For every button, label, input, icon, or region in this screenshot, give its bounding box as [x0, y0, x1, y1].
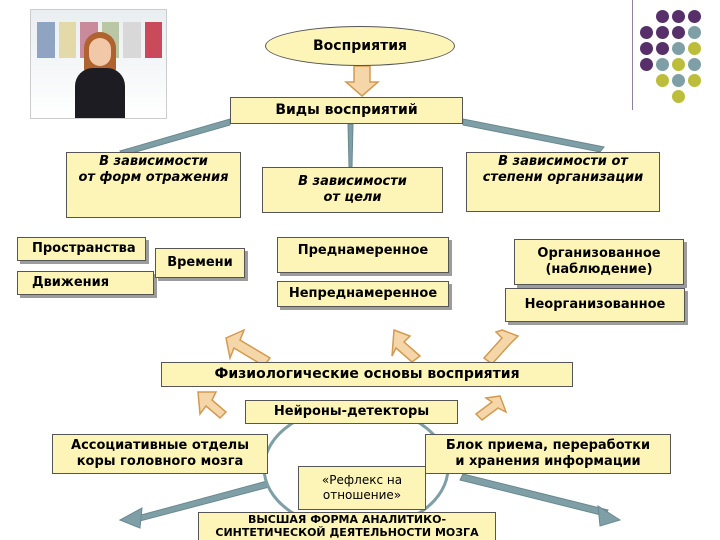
arrow-upper-right	[482, 329, 520, 366]
unintentional-box: Непреднамеренное	[277, 281, 449, 307]
arrow-upper-middle	[391, 328, 422, 363]
decorative-dot	[688, 74, 701, 87]
decorative-dot	[656, 10, 669, 23]
by-form-box: В зависимости от форм отражения	[66, 152, 241, 218]
higher-form-box: ВЫСШАЯ ФОРМА АНАЛИТИКО- СИНТЕТИЧЕСКОЙ ДЕ…	[198, 512, 496, 540]
by-org-line2: степени организации	[482, 170, 644, 186]
decorative-dot	[688, 26, 701, 39]
assoc-box: Ассоциативные отделы коры головного мозг…	[52, 434, 268, 474]
dots-divider	[632, 0, 633, 110]
unorganized-label: Неорганизованное	[524, 296, 666, 312]
decorative-dot	[672, 90, 685, 103]
by-org-line1: В зависимости от	[498, 154, 628, 169]
decorative-dot	[688, 10, 701, 23]
by-goal-line1: В зависимости	[298, 173, 407, 189]
down-arrow-perception	[344, 65, 380, 97]
intentional-label: Преднамеренное	[297, 243, 429, 258]
types-label: Виды восприятий	[275, 101, 418, 118]
decorative-dot	[640, 42, 653, 55]
block-box: Блок приема, переработки и хранения инфо…	[425, 434, 671, 474]
decorative-dot	[640, 58, 653, 71]
space-label: Пространства	[32, 240, 136, 256]
types-box: Виды восприятий	[230, 97, 463, 124]
physio-box: Физиологические основы восприятия	[161, 362, 573, 387]
decorative-dot	[672, 26, 685, 39]
by-goal-box: В зависимости от цели	[262, 167, 443, 213]
neurons-box: Нейроны-детекторы	[245, 400, 458, 424]
line-types-to-form	[118, 118, 231, 156]
reflex-line1: «Рефлекс на	[321, 473, 403, 487]
by-form-line1: В зависимости	[99, 154, 208, 169]
physio-label: Физиологические основы восприятия	[214, 365, 520, 382]
decorative-dot	[688, 58, 701, 71]
photo-face	[89, 38, 111, 66]
arrowhead-right	[597, 505, 622, 527]
motion-box: Движения	[17, 271, 154, 295]
decorative-dot	[688, 42, 701, 55]
organized-line2: (наблюдение)	[545, 262, 653, 277]
neurons-label: Нейроны-детекторы	[273, 403, 430, 419]
arrow-upper-left	[225, 328, 272, 367]
reflex-box: «Рефлекс на отношение»	[298, 466, 426, 510]
perception-label: Восприятия	[313, 38, 407, 54]
decorative-dot	[672, 74, 685, 87]
dots-grid	[640, 10, 720, 110]
space-box: Пространства	[17, 237, 146, 261]
photo-body	[75, 68, 125, 118]
by-goal-line2: от цели	[323, 190, 382, 205]
decorative-dot	[656, 58, 669, 71]
decorative-dot	[672, 58, 685, 71]
line-types-to-org	[462, 118, 605, 153]
assoc-line2: коры головного мозга	[76, 454, 244, 469]
decorative-dot	[672, 10, 685, 23]
decorative-dot	[656, 74, 669, 87]
higher-line2: СИНТЕТИЧЕСКОЙ ДЕЯТЕЛЬНОСТИ МОЗГА	[215, 525, 479, 539]
intentional-box: Преднамеренное	[277, 237, 449, 273]
woman-photo	[30, 9, 167, 119]
motion-label: Движения	[32, 274, 110, 290]
decorative-dot	[672, 42, 685, 55]
arrow-lower-left	[197, 391, 228, 420]
time-label: Времени	[167, 254, 233, 270]
unorganized-box: Неорганизованное	[505, 288, 685, 322]
higher-line1: ВЫСШАЯ ФОРМА АНАЛИТИКО-	[247, 512, 447, 526]
perception-ellipse: Восприятия	[265, 26, 455, 66]
by-org-box: В зависимости от степени организации	[466, 152, 660, 212]
arrowhead-left	[118, 507, 143, 529]
decorative-dots	[622, 0, 720, 110]
photo-panels	[37, 22, 162, 58]
organized-box: Организованное (наблюдение)	[514, 239, 684, 285]
arrow-lower-right	[474, 395, 508, 421]
decorative-dot	[640, 26, 653, 39]
block-line2: и хранения информации	[455, 454, 641, 469]
line-bottom-right	[459, 473, 609, 517]
unintentional-label: Непреднамеренное	[288, 285, 438, 301]
assoc-line1: Ассоциативные отделы	[71, 437, 249, 453]
decorative-dot	[656, 26, 669, 39]
reflex-line2: отношение»	[322, 488, 402, 502]
block-line1: Блок приема, переработки	[445, 437, 651, 453]
line-types-to-goal	[347, 123, 354, 168]
decorative-dot	[656, 42, 669, 55]
time-box: Времени	[155, 248, 245, 278]
by-form-line2: от форм отражения	[78, 170, 229, 186]
organized-line1: Организованное	[537, 245, 661, 261]
